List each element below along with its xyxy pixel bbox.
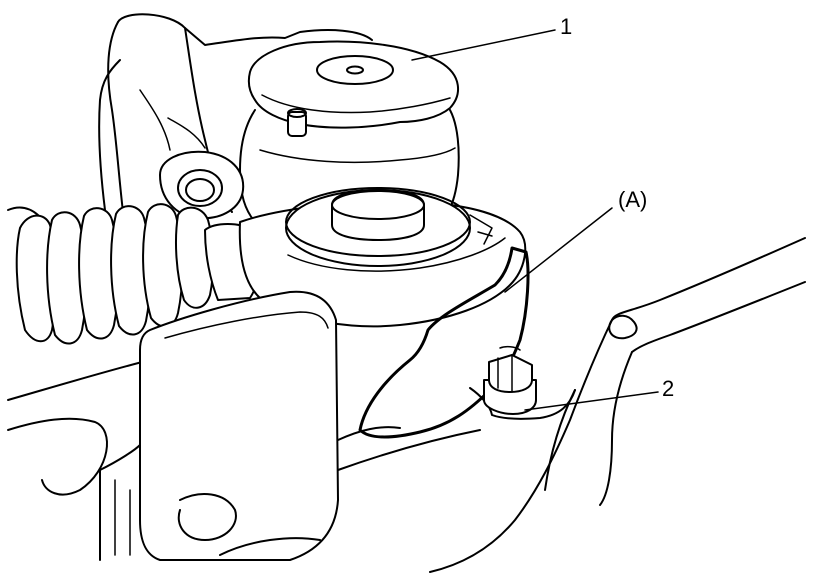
callout-2: 2 — [662, 376, 674, 401]
hose-fitting — [159, 150, 245, 220]
leader-line-a — [504, 207, 613, 293]
outlined-area-a — [358, 246, 530, 439]
lower-chassis — [7, 290, 481, 561]
leader-line-2 — [524, 391, 659, 411]
reservoir-cap — [247, 40, 459, 129]
leader-lines — [411, 29, 659, 411]
callout-a: (A) — [618, 187, 647, 212]
callout-1: 1 — [560, 14, 572, 39]
reservoir-body — [239, 108, 460, 223]
mounting-bracket — [469, 345, 576, 420]
upper-housing — [98, 13, 373, 251]
rubber-boot — [7, 203, 261, 345]
body-frame — [429, 237, 806, 573]
leader-line-1 — [411, 29, 556, 61]
